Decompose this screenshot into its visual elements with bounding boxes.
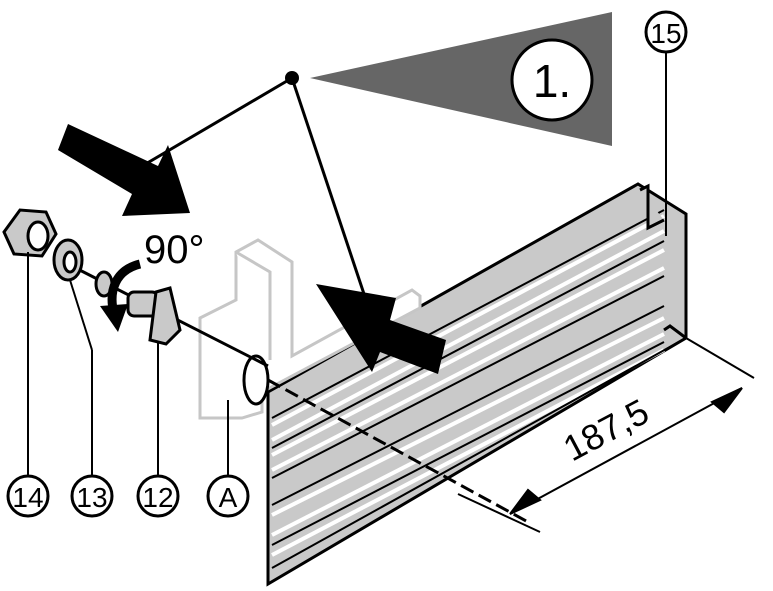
rotation-label: 90° [144, 228, 205, 272]
pivot-dot [285, 71, 299, 85]
rotation-arrowhead [100, 304, 128, 332]
insert-arrow-right [316, 284, 446, 374]
step-badge [510, 38, 594, 122]
callout-nut-label: 14 [12, 482, 43, 513]
callout-rail: 15 [644, 10, 688, 54]
insert-arrow-left [58, 124, 190, 216]
leader-lines [131, 76, 370, 307]
callout-nut: 14 [6, 474, 50, 518]
rail [266, 182, 688, 587]
nut [2, 208, 58, 258]
callout-bolt-label: 12 [142, 482, 173, 513]
bolt [94, 270, 182, 346]
callout-washer-label: 13 [76, 482, 107, 513]
dimension-line [457, 337, 755, 533]
callout-washer: 13 [70, 474, 114, 518]
step-number: 1. [533, 55, 571, 107]
callout-bracket: A [206, 474, 250, 518]
callout-bolt: 12 [136, 474, 180, 518]
washer [52, 238, 84, 282]
bolt-axis-dashed [267, 378, 529, 524]
callout-bracket-label: A [219, 482, 238, 513]
bracket [198, 238, 422, 420]
callout-leaders [27, 52, 667, 476]
callout-rail-label: 15 [650, 18, 681, 49]
